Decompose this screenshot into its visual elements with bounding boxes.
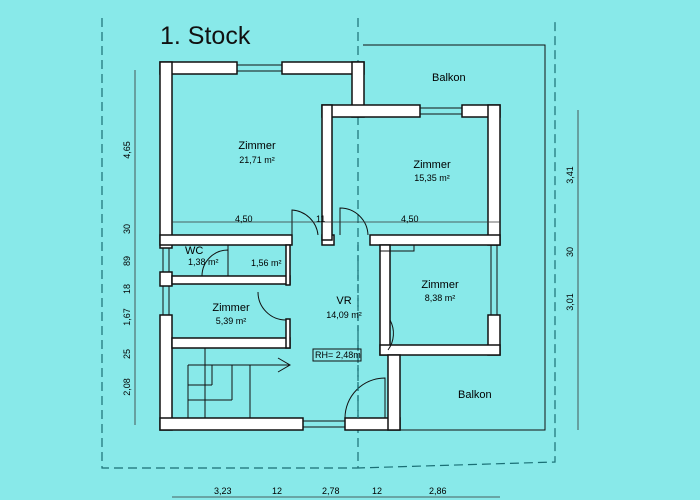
dim-label: 2,08 [122, 378, 132, 396]
room-vr: VR 14,09 m² [322, 295, 366, 320]
dim-label: 12 [272, 486, 283, 496]
balcony-top: Balkon [432, 72, 466, 84]
room-name: Zimmer [413, 159, 451, 171]
room-zimmer-4: Zimmer 8,38 m² [413, 279, 467, 303]
dim-label: 89 [122, 256, 132, 267]
room-area: 5,39 m² [215, 316, 247, 326]
roof-outline [101, 18, 556, 469]
room-zimmer-2: Zimmer 15,35 m² [404, 159, 460, 183]
balcony-bottom: Balkon [458, 389, 492, 401]
room-name: Zimmer [421, 279, 459, 291]
room-area: 14,09 m² [326, 310, 362, 320]
floor-title: 1. Stock [160, 22, 251, 50]
dim-label: 3,41 [565, 166, 575, 184]
room-area: 15,35 m² [414, 173, 450, 183]
room-zimmer-3: Zimmer 5,39 m² [206, 302, 256, 326]
dim-label: 2,86 [429, 486, 447, 496]
dimension-lines [134, 70, 579, 498]
room-name: Zimmer [238, 140, 276, 152]
dim-label: 18 [122, 284, 132, 295]
stairs [187, 348, 291, 418]
dim-label: 25 [122, 349, 132, 360]
dim-label: 4,65 [122, 141, 132, 159]
room-area: 21,71 m² [239, 155, 275, 165]
room-area: 8,38 m² [424, 293, 456, 303]
dim-label: 1,67 [122, 308, 132, 326]
room-wc: WC 1,38 m² [185, 245, 219, 267]
room-zimmer-1: Zimmer 21,71 m² [232, 140, 282, 165]
dim-label: 30 [122, 224, 132, 235]
walls [159, 61, 501, 431]
room-height: RH= 2,48m [315, 350, 361, 360]
dim-label: 30 [565, 247, 575, 258]
dim-label: 4,50 [401, 214, 419, 224]
doors [201, 207, 394, 419]
windows [162, 64, 498, 428]
dim-label: 3,01 [565, 293, 575, 311]
dim-label: 4,50 [235, 214, 253, 224]
dim-label: 3,23 [214, 486, 232, 496]
room-storage-area: 1,56 m² [251, 258, 282, 268]
room-name: Zimmer [212, 302, 250, 314]
dim-label: 2,78 [322, 486, 340, 496]
dim-label: 12 [372, 486, 383, 496]
balcony-outline [363, 44, 546, 431]
room-name: WC [185, 245, 204, 257]
room-name: VR [336, 295, 352, 307]
dim-label: 11 [316, 214, 326, 224]
room-height-box [312, 348, 362, 362]
room-area: 1,38 m² [188, 257, 219, 267]
